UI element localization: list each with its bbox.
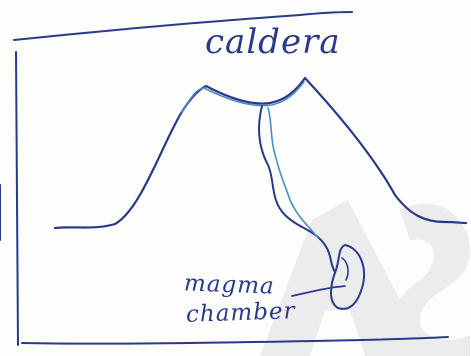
magma-label-line2: chamber bbox=[186, 298, 296, 328]
magma-conduit-inner bbox=[268, 108, 318, 238]
caldera-label: caldera bbox=[205, 22, 341, 62]
frame-left-line bbox=[16, 52, 18, 345]
magma-label-line1: magma bbox=[184, 270, 276, 299]
volcano-outline bbox=[55, 78, 466, 228]
watermark bbox=[260, 200, 470, 356]
